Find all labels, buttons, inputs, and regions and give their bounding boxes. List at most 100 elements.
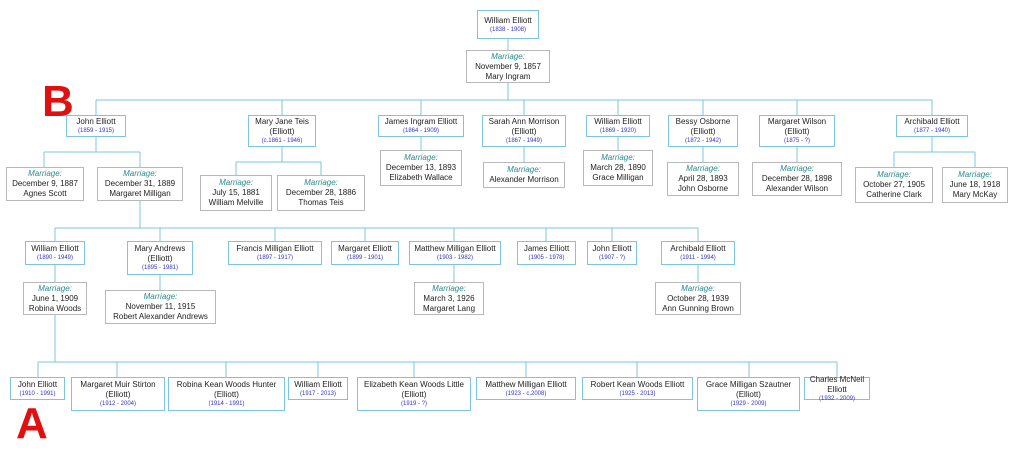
person-box[interactable]: Matthew Milligan Elliott(1923 - c.2008) xyxy=(476,377,576,400)
person-name: Matthew Milligan Elliott xyxy=(414,244,496,253)
person-box[interactable]: William Elliott(1917 - 2013) xyxy=(288,377,348,400)
person-box[interactable]: Francis Milligan Elliott(1897 - 1917) xyxy=(228,241,322,265)
person-dates: (1890 - 1949) xyxy=(36,255,74,261)
spouse-name: Catherine Clark xyxy=(866,190,922,199)
person-dates: (1929 - 2009) xyxy=(730,401,767,407)
person-box[interactable]: William Elliott (1869 - 1920) xyxy=(586,115,650,137)
person-name: William Elliott xyxy=(484,15,532,25)
spouse-name: Mary McKay xyxy=(952,190,998,199)
marriage-label: Marriage: xyxy=(123,169,157,178)
person-name: James Ingram Elliott xyxy=(384,117,458,126)
person-box[interactable]: Margaret Wilson (Elliott)(1875 - ?) xyxy=(759,115,835,147)
person-dates: (1932 - 2009) xyxy=(818,395,856,402)
person-box[interactable]: Margaret Elliott (1899 - 1901) xyxy=(331,241,399,265)
person-dates: (1864 - 1909) xyxy=(402,128,440,134)
spouse-name: Margaret Lang xyxy=(422,303,476,313)
person-box[interactable]: Archibald Elliott(1911 - 1994) xyxy=(661,241,735,265)
person-dates: (1859 - 1915) xyxy=(77,128,115,134)
person-box[interactable]: Robert Kean Woods Elliott(1925 - 2013) xyxy=(582,377,693,400)
person-name: Margaret Elliott xyxy=(338,244,392,253)
person-dates: (1919 - ?) xyxy=(400,401,427,407)
person-box[interactable]: Bessy Osborne (Elliott) (1872 - 1942) xyxy=(668,115,738,147)
person-name: Mary Jane Teis (Elliott) xyxy=(255,117,309,136)
person-box[interactable]: Elizabeth Kean Woods Little (Elliott) (19… xyxy=(357,377,471,411)
person-name: William Elliott xyxy=(594,117,642,126)
person-dates: (1897 - 1917) xyxy=(256,255,294,261)
person-name: James Elliott xyxy=(523,244,570,253)
person-name: Archibald Elliott xyxy=(904,117,960,126)
spouse-name: Margaret Milligan xyxy=(109,189,171,198)
person-dates: (1923 - c.2008) xyxy=(505,390,547,397)
person-box[interactable]: Margaret Muir Stirton (Elliott)(1912 - 2… xyxy=(71,377,165,411)
person-box[interactable]: Mary Andrews (Elliott)(1895 - 1981) xyxy=(127,241,193,275)
person-box[interactable]: Matthew Milligan Elliott(1903 - 1982) xyxy=(409,241,501,265)
marriage-date: December 31, 1889 xyxy=(104,179,176,188)
person-dates: (c.1861 - 1946) xyxy=(261,138,303,144)
person-dates: (1895 - 1981) xyxy=(141,265,179,271)
spouse-name: Alexander Morrison xyxy=(489,175,559,184)
marriage-label: Marriage: xyxy=(432,283,466,293)
person-name: Grace Milligan Szautner (Elliott) xyxy=(705,380,792,399)
person-box[interactable]: John Elliott(1907 - ?) xyxy=(587,241,637,265)
person-dates: (1872 - 1942) xyxy=(684,138,722,144)
person-name: Bessy Osborne (Elliott) xyxy=(675,117,731,136)
person-box[interactable]: Charles McNeil Elliott(1932 - 2009) xyxy=(804,374,870,402)
marriage-date: November 11, 1915 xyxy=(125,302,196,311)
marker-a: A xyxy=(16,399,48,448)
person-name: Sarah Ann Morrison (Elliott) xyxy=(488,117,560,136)
person-name: Elizabeth Kean Woods Little (Elliott) xyxy=(364,380,464,399)
person-name: Robert Kean Woods Elliott xyxy=(590,379,685,389)
person-name: John Elliott xyxy=(592,244,632,253)
spouse-name: Mary Ingram xyxy=(485,71,531,81)
spouse-name: Grace Milligan xyxy=(592,173,644,182)
marriage-label: Marriage: xyxy=(601,153,635,162)
spouse-name: Thomas Teis xyxy=(298,198,344,207)
marriage-date: October 28, 1939 xyxy=(667,293,729,303)
marriage-date: November 9, 1857 xyxy=(475,61,541,71)
marriage-label: Marriage: xyxy=(877,170,911,179)
person-box[interactable]: Robina Kean Woods Hunter (Elliott)(1914 … xyxy=(168,377,285,411)
marriage-date: December 13, 1893 xyxy=(385,163,457,172)
spouse-name: Ann Gunning Brown xyxy=(662,303,734,313)
marriage-date: July 15, 1881 xyxy=(212,188,260,197)
marriage-box: Marriage:Alexander Morrison xyxy=(483,162,565,188)
marriage-label: Marriage: xyxy=(219,178,253,187)
person-dates: (1917 - 2013) xyxy=(299,390,337,397)
person-dates: (1925 - 2013) xyxy=(619,390,656,397)
marriage-label: Marriage: xyxy=(304,178,338,187)
person-box[interactable]: Archibald Elliott (1877 - 1940) xyxy=(896,115,968,137)
marriage-date: June 18, 1918 xyxy=(949,180,1001,189)
spouse-name: William Melville xyxy=(208,198,264,207)
person-box[interactable]: John Elliott(1859 - 1915) xyxy=(66,115,126,137)
person-dates: (1899 - 1901) xyxy=(346,255,384,261)
spouse-name: Robert Alexander Andrews xyxy=(113,312,208,321)
person-box[interactable]: Sarah Ann Morrison (Elliott)(1867 - 1949… xyxy=(482,115,566,147)
person-name: Charles McNeil Elliott xyxy=(809,374,865,394)
person-box[interactable]: John Elliott(1910 - 1991) xyxy=(10,377,65,400)
person-dates: (1875 - ?) xyxy=(783,138,810,144)
person-box[interactable]: Mary Jane Teis (Elliott) (c.1861 - 1946) xyxy=(248,115,316,147)
person-dates: (1911 - 1994) xyxy=(680,255,716,261)
person-dates: (1877 - 1940) xyxy=(913,128,951,134)
marriage-label: Marriage: xyxy=(404,153,438,162)
person-box[interactable]: William Elliott(1890 - 1949) xyxy=(25,241,85,265)
person-box[interactable]: William Elliott(1838 - 1908) xyxy=(477,10,539,39)
person-dates: (1838 - 1908) xyxy=(489,26,527,33)
marriage-label: Marriage: xyxy=(143,292,178,301)
spouse-name: Elizabeth Wallace xyxy=(389,173,453,182)
person-box[interactable]: James Ingram Elliott (1864 - 1909) xyxy=(378,115,464,137)
person-box[interactable]: James Elliott(1905 - 1978) xyxy=(517,241,576,265)
person-box[interactable]: Grace Milligan Szautner (Elliott) (1929 -… xyxy=(697,377,800,411)
person-dates: (1869 - 1920) xyxy=(599,128,637,134)
marriage-label: Marriage: xyxy=(681,283,715,293)
